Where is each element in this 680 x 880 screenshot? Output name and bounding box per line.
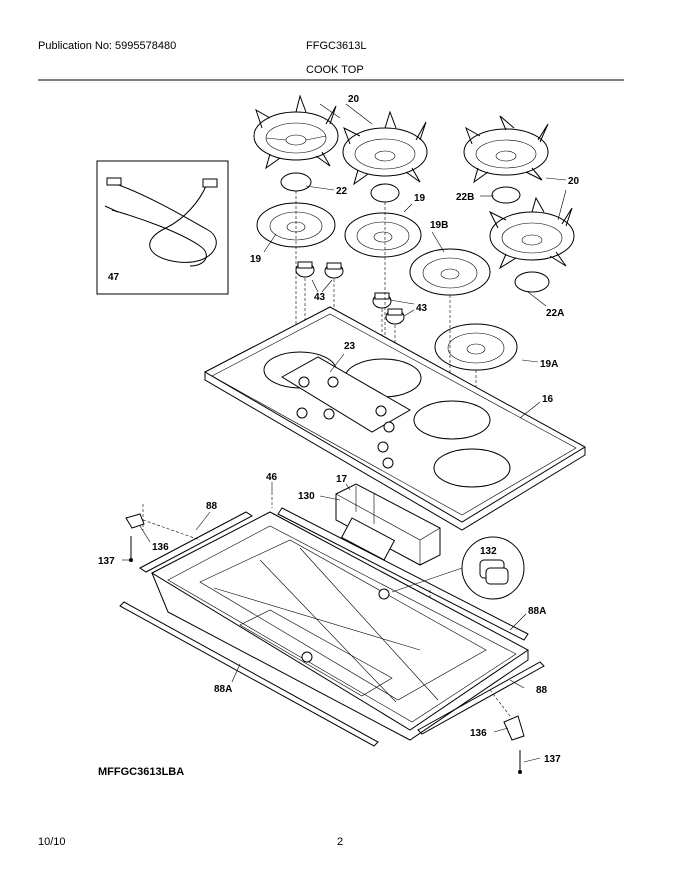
burner-head-center: [344, 212, 422, 258]
callout-16-top: 16: [542, 394, 554, 405]
callout-19-head: 19: [414, 193, 426, 204]
burner-head-right-front: [434, 323, 518, 371]
burner-cap-center: [370, 183, 400, 203]
callout-88a-gasket: 88A: [528, 606, 546, 617]
section-title: COOK TOP: [306, 64, 364, 76]
burner-cap-right-rear: [491, 186, 521, 204]
burner-grate-right-rear: [463, 115, 549, 184]
callout-136-bracket: 136: [470, 728, 487, 739]
callout-22a-cap: 22A: [546, 308, 564, 319]
callout-22b-cap: 22B: [456, 192, 474, 203]
callout-88-gasket: 88: [536, 685, 548, 696]
callout-46-chassis: 46: [266, 472, 278, 483]
burner-grate-left-rear: [253, 94, 339, 170]
callout-137-screw: 137: [544, 754, 561, 765]
callout-47-harness: 47: [108, 272, 120, 283]
callout-88a-gasket: 88A: [214, 684, 232, 695]
publication-number: Publication No: 5995578480: [38, 40, 177, 52]
ignitor-bracket: [335, 483, 441, 566]
burner-box-chassis: [150, 511, 529, 741]
callout-88-gasket: 88: [206, 501, 218, 512]
control-knobs-right: [372, 292, 405, 325]
callout-19-head: 19: [250, 254, 262, 265]
mounting-bracket-right: [503, 715, 525, 774]
burner-cap-left: [280, 172, 312, 192]
callout-43-knob: 43: [416, 303, 428, 314]
leader-lines: [122, 103, 567, 763]
callout-23-panel: 23: [344, 341, 356, 352]
wire-harness-inset: [96, 160, 229, 295]
callout-19a-head: 19A: [540, 359, 558, 370]
burner-grate-right-front: [488, 196, 575, 270]
gaskets: [119, 507, 545, 747]
control-panel-insert: [281, 356, 411, 469]
burner-head-left: [256, 202, 336, 248]
page-number: 2: [337, 836, 344, 848]
callout-136-bracket: 136: [152, 542, 169, 553]
callout-17-bracket: 17: [336, 474, 348, 485]
burner-head-right-rear: [409, 248, 491, 296]
burner-grate-center-rear: [342, 110, 428, 186]
callout-20-grate: 20: [348, 94, 360, 105]
callout-19b-head: 19B: [430, 220, 448, 231]
ignitor-detail-inset: [391, 536, 525, 600]
callout-132-ignitor: 132: [480, 546, 497, 557]
diagram-code: MFFGC3613LBA: [98, 766, 185, 778]
callout-20-grate: 20: [568, 176, 580, 187]
callout-22-cap: 22: [336, 186, 348, 197]
burner-cap-right-front: [514, 271, 550, 293]
control-knobs-left: [295, 261, 344, 279]
mounting-bracket-left: [125, 513, 145, 562]
callout-130-rail: 130: [298, 491, 315, 502]
model-number: FFGC3613L: [306, 40, 367, 52]
callout-137-screw: 137: [98, 556, 115, 567]
footer-date: 10/10: [38, 836, 66, 848]
callout-43-knob: 43: [314, 292, 326, 303]
